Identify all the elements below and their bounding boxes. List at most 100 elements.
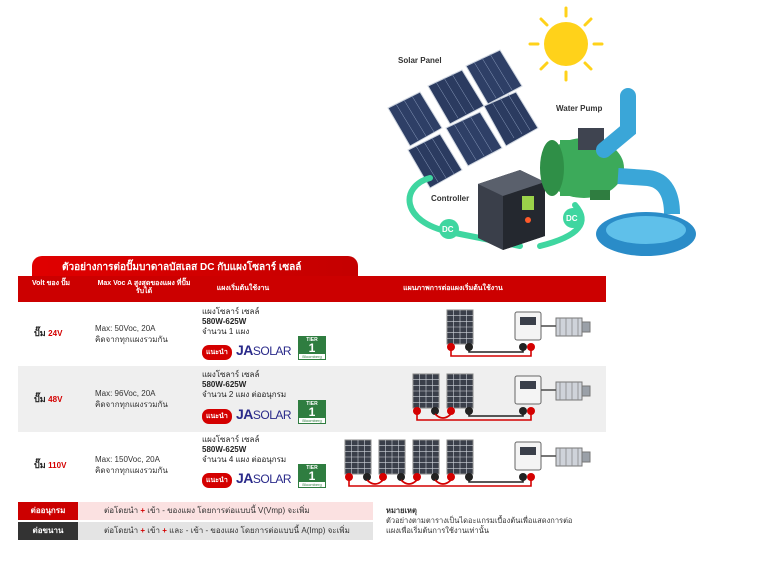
series-wire (434, 413, 452, 419)
tier-num: 1 (308, 469, 316, 483)
brand-solar: SOLAR (252, 408, 292, 422)
solar-panel-icon (378, 439, 406, 475)
controller-positive-icon (527, 407, 535, 415)
positive-terminal-icon (413, 407, 421, 415)
negative-terminal-icon (465, 407, 473, 415)
water-pipe-icon (596, 88, 696, 256)
controller-positive-icon (527, 343, 535, 351)
negative-terminal-icon (431, 407, 439, 415)
controller-negative-icon (519, 407, 527, 415)
recommend-badge: แนะนำ (202, 345, 232, 360)
note-title: หมายเหตุ (386, 506, 417, 515)
series-wire (400, 479, 418, 485)
pump-volt-value: 48V (48, 395, 63, 404)
brand-ja: JA (236, 470, 253, 486)
negative-wire (468, 344, 524, 353)
pump-volt-value: 110V (48, 461, 67, 470)
note-line: ตัวอย่างตามตารางเป็นไดอะแกรมเบื้องต้นเพื… (386, 516, 573, 525)
legend-parallel-tag: ต่อขนาน (18, 522, 78, 540)
tier-num: 1 (308, 341, 316, 355)
legend-text: เข้า (147, 526, 160, 535)
pump-voltage: ปั๊ม 24V (34, 326, 62, 340)
voc-spec: Max: 150Voc, 20A คิดจากทุกแผงรวมกัน (95, 454, 168, 476)
sun-icon (528, 6, 604, 82)
solar-pump-system-graphic (387, 6, 696, 256)
controller-negative-icon (519, 473, 527, 481)
pump-prefix: ปั๊ม (34, 460, 46, 470)
legend-series-tag: ต่ออนุกรม (18, 502, 78, 520)
solar-panel-array-icon (387, 49, 539, 189)
panel-watt: 580W-625W (202, 445, 247, 454)
solar-panel-icon (344, 439, 372, 475)
legend-plus: + (140, 506, 146, 515)
negative-terminal-icon (465, 473, 473, 481)
tier-top: TIER (306, 337, 318, 343)
dc-label-right: DC (566, 214, 578, 223)
panel-count: จำนวน 2 แผง ต่ออนุกรม (202, 390, 287, 399)
series-wire (434, 479, 452, 485)
solar-panel-icon (446, 439, 474, 475)
positive-terminal-icon (345, 473, 353, 481)
water-pump-label: Water Pump (556, 104, 603, 113)
voc-spec: Max: 96Voc, 20A คิดจากทุกแผงรวมกัน (95, 388, 168, 410)
controller-positive-icon (527, 473, 535, 481)
panel-name: แผงโซลาร์ เซลล์ (202, 370, 260, 379)
positive-wire (450, 344, 532, 357)
negative-terminal-icon (431, 473, 439, 481)
panel-info: แผงโซลาร์ เซลล์ 580W-625W จำนวน 1 แผง (202, 307, 259, 337)
negative-wire (468, 474, 524, 483)
ja-solar-logo: JASOLAR (236, 406, 292, 422)
controller-icon (514, 375, 542, 405)
solar-panel-label: Solar Panel (398, 56, 442, 65)
legend-parallel: ต่อขนาน ต่อโดยนำ + เข้า + และ - เข้า - ข… (18, 522, 373, 540)
pump-volt-value: 24V (48, 329, 63, 338)
legend-text: เข้า - ของแผง โดยการต่อแบบนี้ V(Vmp) จะเ… (147, 506, 310, 515)
wiring-diagram (344, 439, 591, 487)
negative-terminal-icon (465, 343, 473, 351)
tier-num: 1 (308, 405, 316, 419)
negative-terminal-icon (397, 473, 405, 481)
brand-ja: JA (236, 342, 253, 358)
solar-panel-icon (446, 373, 474, 409)
positive-terminal-icon (447, 343, 455, 351)
legend-text: ต่อโดยนำ (104, 506, 139, 515)
voc-spec-max: Max: 150Voc, 20A (95, 455, 160, 464)
system-illustration: Solar Panel Water Pump Controller DC DC (0, 0, 759, 260)
ja-solar-logo: JASOLAR (236, 342, 292, 358)
voc-spec-max: Max: 96Voc, 20A (95, 389, 156, 398)
controller-icon (514, 311, 542, 341)
motor-icon (555, 447, 591, 467)
table-title: ตัวอย่างการต่อปั๊มบาดาลบัสเลส DC กับแผงโ… (32, 256, 358, 276)
pump-prefix: ปั๊ม (34, 328, 46, 338)
solar-panel-icon (412, 439, 440, 475)
controller-icon (514, 441, 542, 471)
note-line: แผงเพื่อเริ่มต้นการใช้งานเท่านั้น (386, 526, 489, 535)
voc-spec-note: คิดจากทุกแผงรวมกัน (95, 400, 168, 409)
positive-terminal-icon (413, 473, 421, 481)
controller-label: Controller (431, 194, 470, 203)
header-panel: แผงเริ่มต้นใช้งาน (216, 285, 270, 292)
legend-parallel-desc: ต่อโดยนำ + เข้า + และ - เข้า - ของแผง โด… (78, 522, 373, 540)
tier-top: TIER (306, 465, 318, 471)
table-header: Volt ของ ปั๊ม Max Voc A สูงสุดของแผง ที่… (18, 276, 606, 302)
panel-name: แผงโซลาร์ เซลล์ (202, 435, 260, 444)
tier-top: TIER (306, 401, 318, 407)
panel-count: จำนวน 1 แผง (202, 327, 250, 336)
pump-voltage: ปั๊ม 48V (34, 392, 62, 406)
legend-text: และ - เข้า - ของแผง โดยการต่อแบบนี้ A(Im… (169, 526, 350, 535)
recommend-badge: แนะนำ (202, 473, 232, 488)
ja-solar-logo: JASOLAR (236, 470, 292, 486)
panel-count: จำนวน 4 แผง ต่ออนุกรม (202, 455, 287, 464)
brand-ja: JA (236, 406, 253, 422)
voc-spec-max: Max: 50Voc, 20A (95, 324, 156, 333)
motor-icon (555, 317, 591, 337)
panel-info: แผงโซลาร์ เซลล์ 580W-625W จำนวน 2 แผง ต่… (202, 370, 286, 400)
series-wire (366, 479, 384, 485)
positive-terminal-icon (379, 473, 387, 481)
voc-spec: Max: 50Voc, 20A คิดจากทุกแผงรวมกัน (95, 323, 168, 345)
pump-prefix: ปั๊ม (34, 394, 46, 404)
brand-solar: SOLAR (252, 472, 292, 486)
